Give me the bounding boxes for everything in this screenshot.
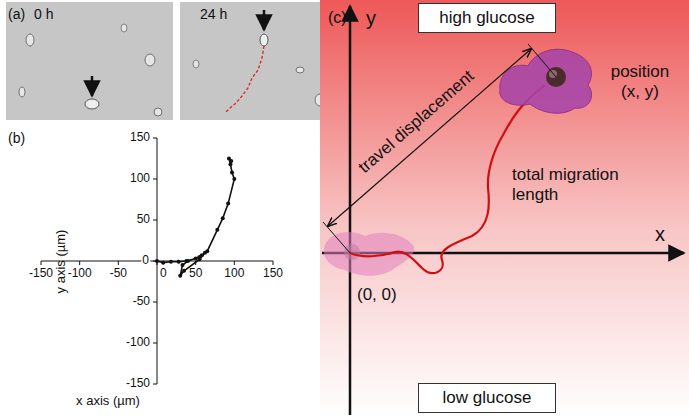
trajectory-point [169, 260, 173, 264]
tick-label: -150 [29, 267, 53, 281]
trajectory-point [226, 202, 230, 206]
trajectory-point [155, 259, 159, 263]
tick-mark [234, 261, 235, 265]
tick-label: 50 [137, 213, 150, 227]
trajectory-point [205, 249, 209, 253]
tick-label: -150 [126, 377, 150, 391]
trajectory-point [230, 170, 234, 174]
callout-label: total migration length [512, 165, 652, 204]
tick-mark [153, 343, 157, 344]
tick-label: 150 [263, 267, 283, 281]
trajectory-point [221, 216, 225, 220]
tick-label: -100 [126, 336, 150, 350]
trajectory-point [177, 260, 181, 264]
migration-schematic [320, 0, 689, 417]
tick-mark [153, 220, 157, 221]
tick-label: 150 [130, 131, 150, 145]
trajectory-point [232, 177, 236, 181]
tick-label: 50 [189, 267, 202, 281]
tick-mark [153, 302, 157, 303]
axis-title: y axis (µm) [55, 229, 70, 293]
micrograph-0h [6, 2, 173, 120]
condition-box: high glucose [418, 3, 556, 33]
condition-box: low glucose [418, 383, 556, 413]
trajectory-point [229, 159, 233, 163]
tick-mark [273, 261, 274, 265]
condition-label: high glucose [439, 8, 534, 28]
tick-mark [79, 261, 80, 265]
tick-label: -50 [110, 267, 127, 281]
tick-mark [41, 261, 42, 265]
trajectory-point [181, 263, 185, 267]
tick-label: -100 [68, 267, 92, 281]
panel-letter: (b) [8, 130, 25, 146]
origin-label: (0, 0) [357, 285, 397, 305]
trajectory-line [157, 159, 234, 276]
trajectory-point [194, 257, 198, 261]
tick-label: 100 [224, 267, 244, 281]
panel-letter: (c) [328, 9, 347, 27]
axis-title: x axis (µm) [76, 394, 140, 409]
panel-letter: (a) [8, 6, 25, 22]
trajectory-point [161, 261, 165, 265]
trajectory-point [178, 274, 182, 278]
tick-mark [153, 138, 157, 139]
tick-mark [153, 384, 157, 385]
tick-label: 100 [130, 172, 150, 186]
condition-label: low glucose [443, 388, 532, 408]
time-label: 24 h [200, 6, 227, 22]
tick-label: -50 [133, 295, 150, 309]
tick-mark [153, 179, 157, 180]
tick-label: 0 [160, 267, 167, 281]
tick-mark [118, 261, 119, 265]
trajectory-point [215, 228, 219, 232]
trajectory-point [198, 255, 202, 259]
time-label: 0 h [34, 6, 53, 22]
trajectory-point [182, 269, 186, 273]
trajectory-point [186, 259, 190, 263]
axis-name: x [655, 223, 665, 246]
tick-label: 0 [141, 254, 150, 268]
trajectory-plot [41, 138, 273, 384]
callout-label: position (x, y) [600, 62, 680, 101]
axis-name: y [366, 7, 376, 30]
